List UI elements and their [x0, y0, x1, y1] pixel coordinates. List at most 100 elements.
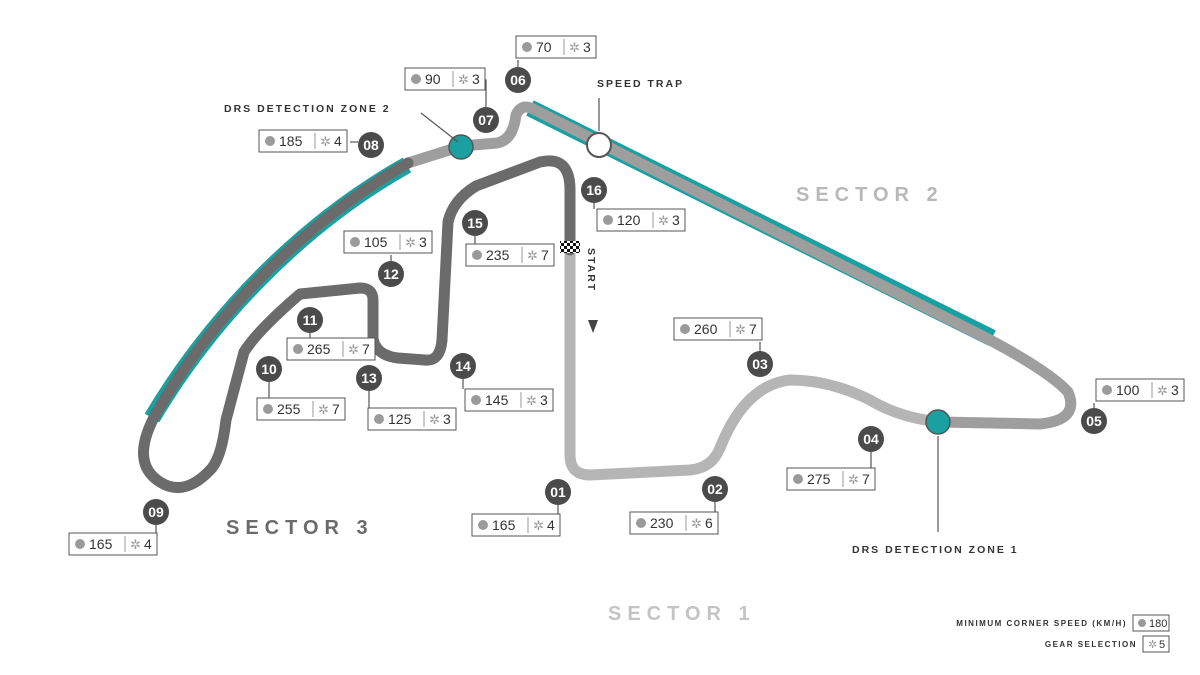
corner-number: 08 [363, 137, 379, 153]
drs-zone-2-label: DRS DETECTION ZONE 2 [224, 103, 391, 115]
corner-13: 125✲313 [356, 365, 457, 431]
corner-number: 12 [383, 266, 399, 282]
speedometer-icon [478, 520, 488, 530]
corner-08: 185 ✲4 08 [258, 129, 384, 158]
speedometer-icon [374, 414, 384, 424]
corner-gear: 7 [749, 321, 757, 337]
corner-06: 70✲306 [505, 35, 597, 93]
corner-gear: 4 [547, 517, 555, 533]
speedometer-icon [265, 136, 275, 146]
corner-speed: 235 [486, 247, 510, 263]
corner-info-box [465, 243, 555, 267]
gear-icon: ✲ [526, 393, 537, 408]
corner-speed: 70 [536, 39, 552, 55]
gear-icon: ✲ [320, 134, 331, 149]
corner-number: 14 [455, 358, 471, 374]
sector-1-label: SECTOR 1 [608, 603, 756, 625]
corner-speed: 125 [388, 411, 412, 427]
corner-badge [378, 261, 404, 287]
corner-info-box [673, 317, 763, 341]
speedometer-icon [263, 404, 273, 414]
legend-gear-box [1142, 635, 1170, 653]
gear-icon: ✲ [130, 537, 141, 552]
corner-badge [747, 351, 773, 377]
corner-speed: 105 [364, 234, 388, 250]
corner-gear: 6 [705, 515, 713, 531]
corner-number: 15 [467, 215, 483, 231]
corner-speed: 100 [1116, 382, 1140, 398]
gear-icon: ✲ [848, 472, 859, 487]
drs-detection-point-1 [925, 409, 951, 435]
corner-info-box [471, 513, 561, 537]
corner-gear: 3 [672, 212, 680, 228]
gear-icon: ✲ [348, 342, 359, 357]
gear-icon: ✲ [691, 516, 702, 531]
corner-badge [356, 365, 382, 391]
corner-10: 255✲710 [256, 356, 346, 421]
corner-gear: 3 [472, 71, 480, 87]
drs-zone-1-label: DRS DETECTION ZONE 1 [852, 544, 1019, 556]
corner-info-box [258, 129, 348, 153]
track-sector-3 [138, 155, 576, 494]
zone-labels: SPEED TRAP DRS DETECTION ZONE 2 DRS DETE… [224, 78, 1019, 556]
corner-number: 02 [707, 481, 723, 497]
corner-07: 90✲307 [404, 67, 499, 133]
legend: MINIMUM CORNER SPEED (KM/H) 180 GEAR SEL… [956, 614, 1170, 653]
corner-badge [256, 356, 282, 382]
corner-number: 03 [752, 356, 768, 372]
gear-icon: ✲ [429, 412, 440, 427]
gear-icon: ✲ [569, 40, 580, 55]
corner-number: 09 [148, 504, 164, 520]
corners: 165✲401230✲602260✲703275✲704100✲30570✲30… [68, 35, 1185, 556]
sector-labels: SECTOR 1 SECTOR 2 SECTOR 3 [226, 184, 938, 625]
legend-gear-icon: ✲ [1148, 639, 1157, 651]
corner-badge [858, 426, 884, 452]
corner-gear: 3 [540, 392, 548, 408]
corner-speed: 185 [279, 133, 303, 149]
corner-badge [462, 210, 488, 236]
gear-icon: ✲ [735, 322, 746, 337]
corner-gear: 7 [862, 471, 870, 487]
corner-12: 105 ✲3 12 [343, 230, 433, 287]
corner-02: 230 ✲6 02 [629, 476, 728, 535]
corner-gear: 4 [334, 133, 342, 149]
corner-info-box [404, 67, 486, 91]
corner-speed: 255 [277, 401, 301, 417]
corner-speed: 145 [485, 392, 509, 408]
gear-icon: ✲ [458, 72, 469, 87]
speedometer-icon [350, 237, 360, 247]
gear-icon: ✲ [533, 518, 544, 533]
legend-min-speed-value: 180 [1149, 618, 1167, 630]
start-label: START [585, 248, 597, 292]
corner-info-box [68, 532, 158, 556]
corner-number: 06 [510, 72, 526, 88]
corner-11: 265✲711 [286, 307, 376, 361]
gear-icon: ✲ [405, 235, 416, 250]
speed-trap-marker [586, 132, 612, 158]
speedometer-icon [75, 539, 85, 549]
gear-icon: ✲ [527, 248, 538, 263]
legend-gear-value: 5 [1159, 639, 1165, 651]
corner-info-box [629, 511, 719, 535]
track-sector-2 [402, 101, 1077, 430]
legend-gear-label: GEAR SELECTION [1045, 640, 1137, 649]
corner-gear: 7 [332, 401, 340, 417]
corner-15: 235✲715 [462, 210, 555, 267]
sector-3-label: SECTOR 3 [226, 517, 374, 539]
corner-14: 145 ✲3 14 [450, 353, 554, 412]
corner-number: 05 [1086, 413, 1102, 429]
corner-09: 165✲409 [68, 499, 169, 556]
speedometer-icon [603, 215, 613, 225]
corner-speed: 260 [694, 321, 718, 337]
corner-number: 07 [478, 112, 494, 128]
corner-badge [450, 353, 476, 379]
corner-gear: 3 [419, 234, 427, 250]
track-features [448, 132, 951, 435]
corner-speed: 230 [650, 515, 674, 531]
corner-info-box [1095, 378, 1185, 402]
corner-04: 275✲704 [786, 426, 884, 491]
corner-gear: 4 [144, 536, 152, 552]
corner-16: 120✲316 [581, 177, 686, 232]
speedometer-icon [680, 324, 690, 334]
